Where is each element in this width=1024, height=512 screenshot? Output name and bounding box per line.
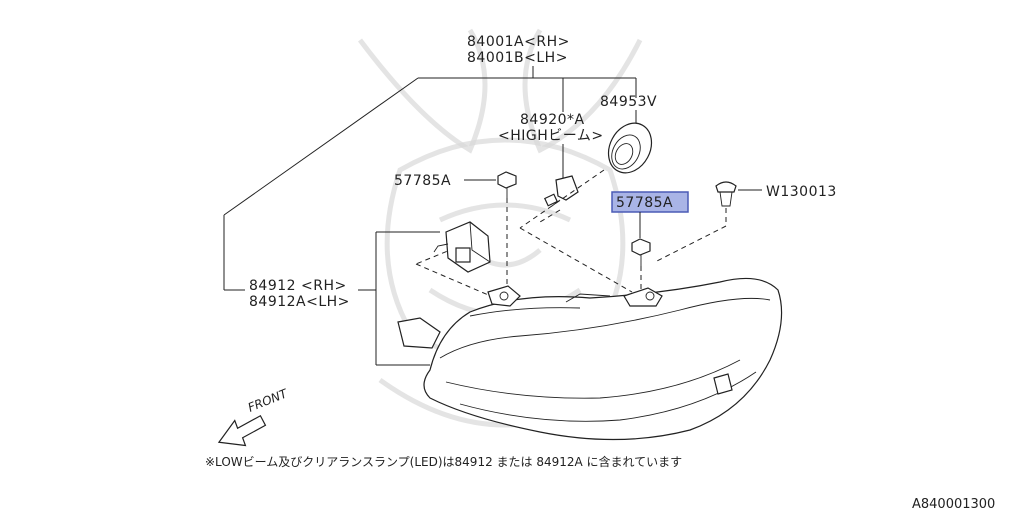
unit-leader-bracket (358, 231, 440, 366)
unit-rh-label[interactable]: 84912 <RH> (249, 278, 347, 294)
front-direction-arrow (217, 414, 267, 447)
cover-part-label[interactable]: 84953V (600, 94, 657, 110)
screw-left (464, 171, 517, 290)
clip-part-label[interactable]: W130013 (766, 184, 837, 200)
inclusion-note: ※LOWビーム及びクリアランスランプ(LED)は84912 または 84912A… (205, 454, 682, 469)
screw-right-label[interactable]: 57785A (616, 195, 673, 211)
bulb-desc-label[interactable]: <HIGHビーム> (498, 128, 604, 144)
headlamp-lh-label[interactable]: 84001B<LH> (467, 50, 568, 66)
unit-lh-label[interactable]: 84912A<LH> (249, 294, 350, 310)
assembly-dashed-lines (415, 169, 633, 301)
clip-w130013 (654, 181, 762, 263)
headlamp-leader-lines (223, 66, 637, 291)
dust-cover-cap (607, 110, 653, 174)
leveling-actuator (433, 221, 491, 273)
headlamp-assembly (397, 277, 783, 441)
screw-left-label[interactable]: 57785A (394, 173, 451, 189)
diagram-id: A840001300 (912, 497, 995, 512)
screw-right-highlight (611, 191, 689, 213)
headlamp-rh-label[interactable]: 84001A<RH> (467, 34, 570, 50)
screw-right (631, 212, 651, 300)
front-label: FRONT (246, 386, 291, 415)
bulb-part-label[interactable]: 84920*A (520, 112, 585, 128)
